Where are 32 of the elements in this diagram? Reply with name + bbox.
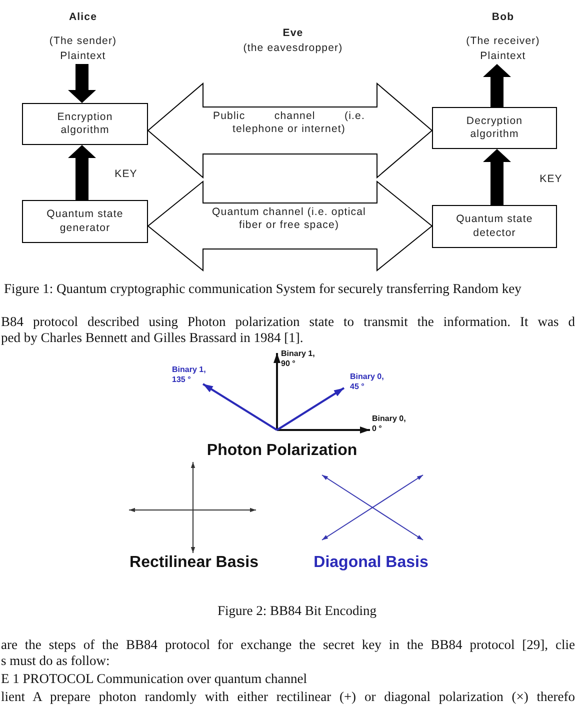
body-text-line: ped by Charles Bennett and Gilles Brassard in 1984 [1]. <box>1 330 304 346</box>
angle-label: Binary 1, 135 ° <box>172 365 207 385</box>
role-label: (The receiver) <box>465 35 541 48</box>
diagram-heading: Photon Polarization <box>206 441 358 461</box>
body-text-line: lient A prepare photon randomly with either rectilinear (+) or diagonal polarization (×) therefo <box>1 689 575 705</box>
body-text-line: E 1 PROTOCOL Communication over quantum channel <box>1 671 307 687</box>
angle-label: Binary 0, 45 ° <box>350 372 385 392</box>
body-text-line: s must do as follow: <box>1 653 110 669</box>
process-box: Decryption algorithm <box>432 107 557 149</box>
body-text-line: B84 protocol described using Photon polarization state to transmit the information. It was d <box>1 314 575 330</box>
figure-caption: Figure 1: Quantum cryptographic communication System for securely transferring Random key <box>4 281 522 297</box>
basis-label: Rectilinear Basis <box>128 553 260 573</box>
person-name: Eve <box>282 27 304 40</box>
role-label: (The sender) <box>48 35 118 48</box>
figure-caption: Figure 2: BB84 Bit Encoding <box>216 603 378 619</box>
block-arrow <box>483 149 511 205</box>
angle-label: Binary 0, 0 ° <box>372 414 407 434</box>
role-label: (the eavesdropper) <box>242 42 344 56</box>
edge-label: Public channel (i.e. telephone or internet) <box>213 110 365 136</box>
block-arrow <box>483 64 511 107</box>
angle-label: Binary 1, 90 ° <box>281 349 316 369</box>
text-label: Plaintext <box>473 50 533 64</box>
block-arrow <box>68 145 96 200</box>
person-name: Bob <box>490 11 516 24</box>
text-label: Plaintext <box>53 50 113 64</box>
process-box: Quantum state generator <box>22 200 148 243</box>
process-box: Quantum state detector <box>432 205 557 248</box>
block-arrow <box>68 64 96 103</box>
person-name: Alice <box>68 11 98 24</box>
body-text-line: are the steps of the BB84 protocol for exchange the secret key in the BB84 protocol [29], clie <box>1 637 575 653</box>
process-box: Encryption algorithm <box>22 103 148 145</box>
basis-label: Diagonal Basis <box>312 553 430 573</box>
